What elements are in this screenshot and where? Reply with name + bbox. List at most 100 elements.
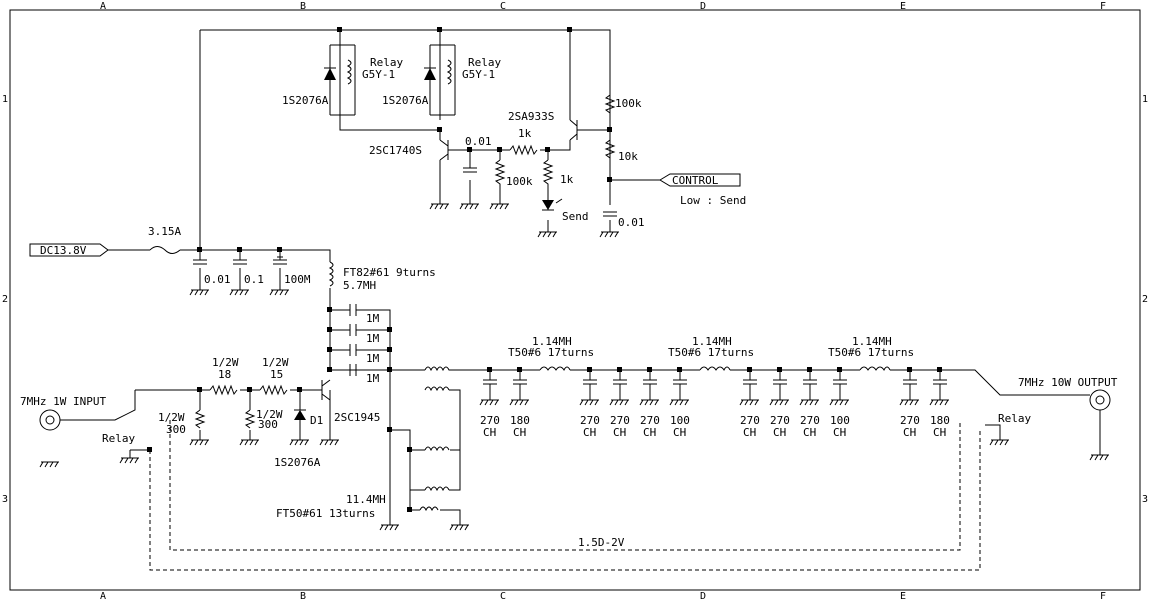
grid-col-f-bottom: F <box>1100 591 1106 600</box>
diode-2-label: 1S2076A <box>382 94 429 107</box>
c01-label: 0.1 <box>244 273 264 286</box>
output-coax-connector <box>1089 389 1111 455</box>
send-label: Send <box>562 210 589 223</box>
grid-row-1-left: 1 <box>2 94 8 105</box>
filter-cap-type-6: CH <box>673 426 686 439</box>
ground-symbol-23 <box>899 399 919 406</box>
ground-symbol-30 <box>1089 454 1109 461</box>
filter-cap-type-12: CH <box>933 426 946 439</box>
ground-symbol-6 <box>189 289 209 296</box>
ground-symbol-8 <box>269 289 289 296</box>
grid-col-f-top: F <box>1100 1 1106 12</box>
dc-input-label: DC13.8V <box>40 244 87 257</box>
filter-cap-value-2: 180 <box>510 414 530 427</box>
filter-cap-type-5: CH <box>643 426 656 439</box>
ground-symbol-14 <box>509 399 529 406</box>
power-transistor-label: 2SC1945 <box>334 411 380 424</box>
relay-out-label: Relay <box>998 412 1031 425</box>
grid-row-1-right: 1 <box>1142 94 1148 105</box>
r300-b-label: 300 <box>258 418 278 431</box>
rf-input-wires <box>135 369 461 525</box>
filter-capacitor-values: 270CH180CH270CH270CH270CH100CH270CH270CH… <box>480 414 950 439</box>
ground-symbol-29 <box>989 439 1009 446</box>
grid-col-a-bottom: A <box>100 591 106 600</box>
filter-junction-dots <box>487 367 942 372</box>
grid-col-d-bottom: D <box>700 591 706 600</box>
filter-cap-type-2: CH <box>513 426 526 439</box>
filter-cap-value-8: 270 <box>770 414 790 427</box>
rf-choke-5.7mh <box>328 261 334 287</box>
fuse-3.15a <box>149 246 181 254</box>
filter-cap-type-11: CH <box>903 426 916 439</box>
resistor-10k <box>604 139 616 180</box>
ground-symbol-28 <box>119 457 139 464</box>
ground-symbol-5 <box>599 231 619 238</box>
c1m-label-3: 1M <box>366 352 380 365</box>
ground-symbol-21 <box>799 399 819 406</box>
grid-col-c-bottom: C <box>500 591 506 600</box>
r300-a-label: 300 <box>166 423 186 436</box>
choke-label-1: FT82#61 9turns <box>343 266 436 279</box>
ground-symbol-3 <box>489 203 509 210</box>
filter-cap-type-1: CH <box>483 426 496 439</box>
pnp-label: 2SA933S <box>508 110 554 123</box>
r-half-w-1-label: 1/2W <box>212 356 239 369</box>
c001-c-label: 0.01 <box>204 273 231 286</box>
coil-c-label: 1.14MH <box>852 335 892 348</box>
r15-label: 15 <box>270 368 283 381</box>
dc-input-connector-outline <box>29 243 109 257</box>
ground-symbol-15 <box>579 399 599 406</box>
c1m-label-2: 1M <box>366 332 380 345</box>
resistor-300-ohm-a <box>194 409 206 429</box>
c1m-label-1: 1M <box>366 312 380 325</box>
grid-row-3-right: 3 <box>1142 494 1148 505</box>
ground-symbol-24 <box>929 399 949 406</box>
bypass-coax-cable <box>129 420 981 571</box>
control-connector-outline <box>659 173 741 187</box>
d1-label: D1 <box>310 414 323 427</box>
grid-row-3-left: 3 <box>2 494 8 505</box>
filter-cap-type-8: CH <box>773 426 786 439</box>
ground-symbol-16 <box>609 399 629 406</box>
resistor-1k-horizontal <box>509 144 538 156</box>
grid-col-c-top: C <box>500 1 506 12</box>
relay-coil-2 <box>446 59 452 85</box>
relay-1-label: Relay <box>370 56 403 69</box>
output-label: 7MHz 10W OUTPUT <box>1018 376 1118 389</box>
ground-symbol-19 <box>739 399 759 406</box>
r10k-label: 10k <box>618 150 638 163</box>
r-half-w-4-label: 1/2W <box>256 408 283 421</box>
relay-in-label: Relay <box>102 432 135 445</box>
ground-symbol-20 <box>769 399 789 406</box>
decoupling-capacitors <box>193 255 287 265</box>
c1m-label-4: 1M <box>366 372 380 385</box>
r18-label: 18 <box>218 368 231 381</box>
transistor-2sc1945 <box>321 379 331 401</box>
filter-shunt-capacitors <box>483 370 947 400</box>
power-wires <box>108 249 331 370</box>
transformer-label-2: FT50#61 13turns <box>276 507 375 520</box>
ground-symbol-12 <box>319 439 339 446</box>
ground-symbol-1 <box>429 203 449 210</box>
coil-b-core: T50#6 17turns <box>668 346 754 359</box>
filter-cap-value-9: 270 <box>800 414 820 427</box>
filter-cap-value-7: 270 <box>740 414 760 427</box>
ground-symbol-10 <box>239 439 259 446</box>
coil-b-label: 1.14MH <box>692 335 732 348</box>
input-relay-switch <box>60 390 136 421</box>
capacitor-0.01-output <box>603 211 617 217</box>
diode-1-label: 1S2076A <box>282 94 329 107</box>
r-half-w-2-label: 1/2W <box>262 356 289 369</box>
led-send-indicator <box>542 198 563 211</box>
ground-symbol-11 <box>289 439 309 446</box>
filter-coils <box>539 366 891 371</box>
diode-3-label: 1S2076A <box>274 456 321 469</box>
grid-row-2-right: 2 <box>1142 294 1148 305</box>
coil-a-label: 1.14MH <box>532 335 572 348</box>
ground-symbol-25 <box>379 524 399 531</box>
ground-symbol-13 <box>479 399 499 406</box>
resistor-18-ohm <box>209 384 238 396</box>
output-relay <box>985 424 1001 440</box>
